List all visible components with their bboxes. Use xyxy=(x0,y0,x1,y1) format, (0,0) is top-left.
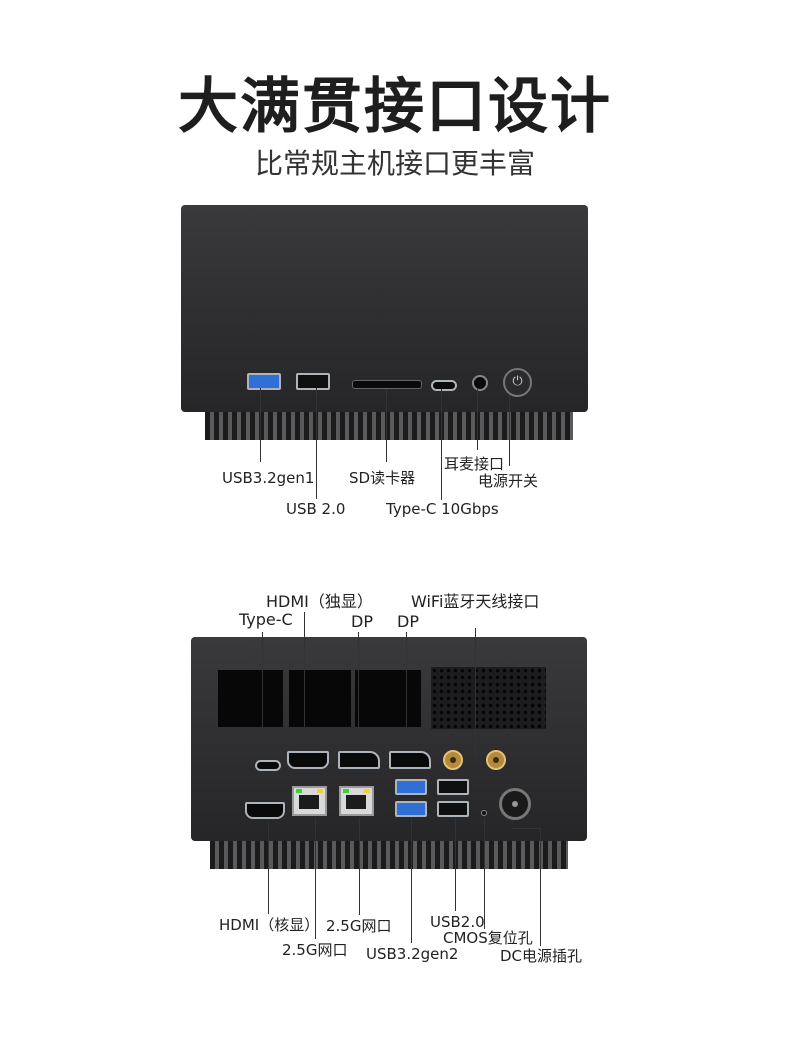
antenna-connector-icon xyxy=(443,750,463,770)
label-lan-25g-b: 2.5G网口 xyxy=(326,917,392,935)
usb2-port-icon xyxy=(296,373,330,390)
hdmi-port-icon xyxy=(245,802,285,819)
antenna-connector-icon xyxy=(486,750,506,770)
typec-port-icon xyxy=(431,380,457,391)
wifi-vent-mesh xyxy=(431,667,546,729)
rear-vent xyxy=(210,841,568,869)
label-wifi-antenna: WiFi蓝牙天线接口 xyxy=(411,592,540,611)
label-hdmi-dgpu: HDMI（独显） xyxy=(266,592,373,611)
label-usb32-gen1: USB3.2gen1 xyxy=(222,469,315,487)
leader-line xyxy=(304,612,305,727)
usb2-port-icon xyxy=(437,779,469,795)
ethernet-port-icon xyxy=(292,786,327,816)
dp-port-icon xyxy=(338,751,380,769)
usb3-port-icon xyxy=(395,779,427,795)
leader-line xyxy=(512,828,541,829)
usb3-port-icon xyxy=(247,373,281,390)
label-typec: Type-C 10Gbps xyxy=(386,500,499,518)
leader-line xyxy=(260,388,261,462)
ethernet-port-icon xyxy=(339,786,374,816)
cmos-reset-hole-icon xyxy=(481,810,487,816)
leader-line xyxy=(315,818,316,939)
dc-jack-icon xyxy=(499,788,531,820)
dp-port-icon xyxy=(389,751,431,769)
label-usb20: USB 2.0 xyxy=(286,500,346,518)
leader-line xyxy=(411,818,412,943)
headline: 大满贯接口设计 xyxy=(178,72,612,142)
leader-line xyxy=(406,632,407,727)
label-headset: 耳麦接口 xyxy=(444,455,505,473)
label-dc-power: DC电源插孔 xyxy=(500,947,583,965)
label-dp-1: DP xyxy=(351,612,373,631)
leader-line xyxy=(477,389,478,450)
subheadline: 比常规主机接口更丰富 xyxy=(254,147,535,180)
label-power-switch: 电源开关 xyxy=(478,472,539,490)
blank-plate xyxy=(218,670,283,727)
leader-line xyxy=(262,632,263,728)
label-lan-25g-a: 2.5G网口 xyxy=(282,941,348,959)
hdmi-port-icon xyxy=(287,751,329,769)
blank-plate xyxy=(355,670,421,727)
label-typec-rear: Type-C xyxy=(239,610,293,629)
leader-line xyxy=(386,389,387,462)
sd-slot-icon xyxy=(352,380,422,389)
label-dp-2: DP xyxy=(397,612,419,631)
leader-line xyxy=(455,818,456,911)
leader-line xyxy=(540,828,541,946)
leader-line xyxy=(316,388,317,499)
typec-port-icon xyxy=(255,760,281,771)
label-hdmi-igpu: HDMI（核显） xyxy=(219,916,320,934)
leader-line xyxy=(484,818,485,929)
label-cmos-reset: CMOS复位孔 xyxy=(443,929,533,947)
label-usb32-gen2: USB3.2gen2 xyxy=(366,945,459,963)
blank-plate xyxy=(289,670,351,727)
leader-line xyxy=(358,632,359,727)
leader-line xyxy=(441,389,442,500)
leader-line xyxy=(359,818,360,915)
leader-line xyxy=(268,822,269,914)
power-icon: ⏻ xyxy=(503,368,532,397)
leader-line xyxy=(509,395,510,466)
label-usb20-rear: USB2.0 xyxy=(430,913,485,931)
usb3-port-icon xyxy=(395,801,427,817)
leader-line xyxy=(475,628,476,758)
front-vent xyxy=(205,412,573,440)
label-sd-reader: SD读卡器 xyxy=(349,469,416,487)
audio-jack-icon xyxy=(472,375,488,391)
usb2-port-icon xyxy=(437,801,469,817)
